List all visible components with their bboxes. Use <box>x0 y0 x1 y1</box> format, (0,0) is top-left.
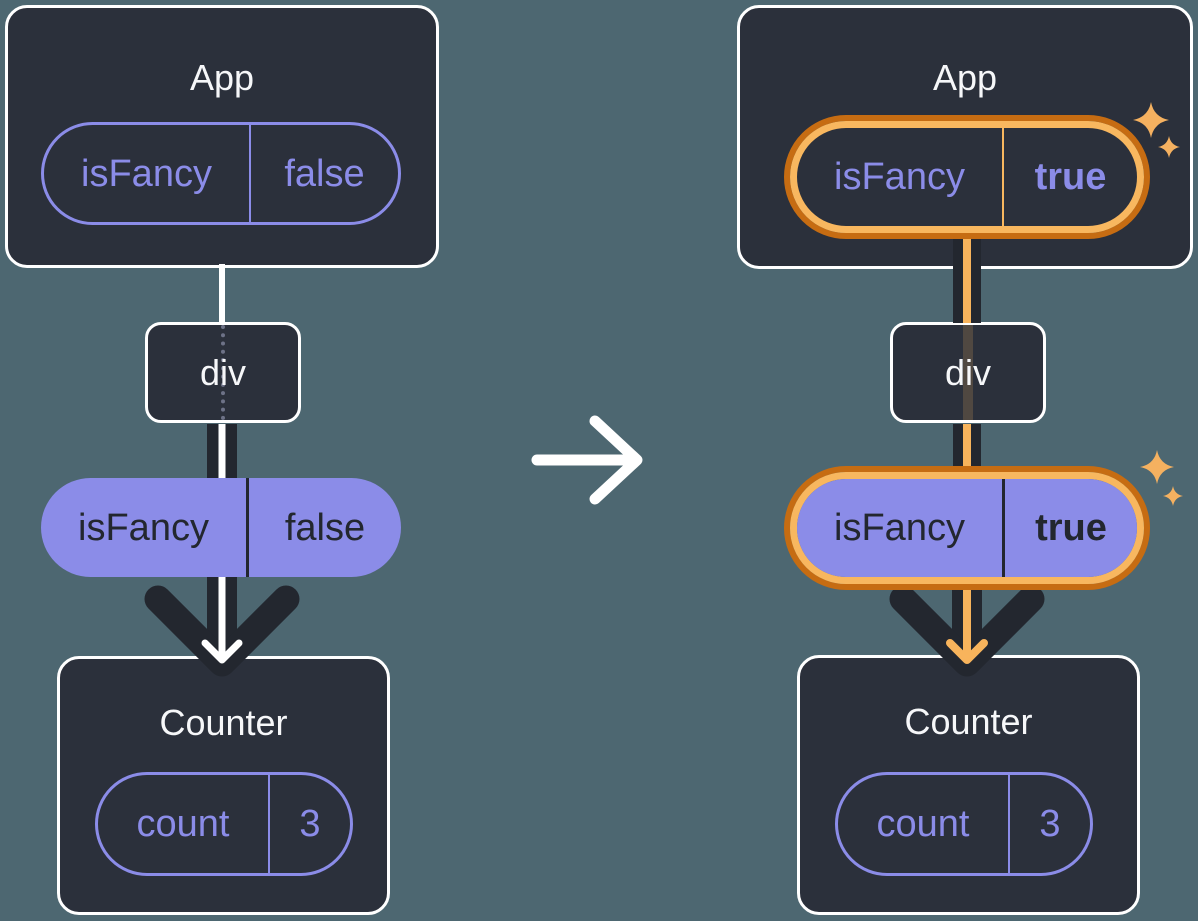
div-component-box-before: div <box>145 322 301 423</box>
highlight-ring: isFancy true <box>784 115 1150 239</box>
prop-value-cell: true <box>1002 479 1137 577</box>
flow-arrow-icon <box>144 574 300 677</box>
highlight-ring: isFancy true <box>784 466 1150 590</box>
state-name-cell: count <box>98 775 268 873</box>
pass-through-stripe <box>963 325 973 420</box>
state-pill-app-after: isFancy true <box>797 128 1137 226</box>
prop-pill-before: isFancy false <box>41 478 401 577</box>
state-value-cell: 3 <box>1008 775 1090 873</box>
state-name: count <box>136 803 230 845</box>
state-value: true <box>1034 156 1107 198</box>
state-name: isFancy <box>834 156 965 198</box>
prop-pill-after: isFancy true <box>797 479 1137 577</box>
flow-arrow-icon-highlighted <box>889 585 1045 677</box>
state-name-cell: count <box>838 775 1008 873</box>
state-pill-counter-after: count 3 <box>835 772 1093 876</box>
state-name-cell: isFancy <box>797 128 1002 226</box>
state-pill-counter-before: count 3 <box>95 772 353 876</box>
state-pill-app-before: isFancy false <box>41 122 401 225</box>
prop-name: isFancy <box>78 506 209 549</box>
pass-through-stripe <box>221 325 225 420</box>
prop-name-cell: isFancy <box>797 479 1002 577</box>
div-component-box-after: div <box>890 322 1046 423</box>
state-value: 3 <box>1039 803 1061 845</box>
prop-name: isFancy <box>834 507 965 549</box>
transition-arrow-icon <box>531 415 643 505</box>
div-label: div <box>199 351 247 393</box>
state-value-cell: true <box>1002 128 1137 226</box>
sparkle-icon <box>1140 450 1183 506</box>
state-flow-line <box>207 424 237 480</box>
prop-value-cell: false <box>246 478 401 577</box>
highlight-ring-inner: isFancy true <box>790 472 1144 584</box>
prop-value: false <box>284 506 366 549</box>
component-title: App <box>189 57 255 98</box>
state-name: isFancy <box>81 152 212 195</box>
state-name: count <box>876 803 970 845</box>
state-name-cell: isFancy <box>44 125 249 222</box>
div-label: div <box>944 351 992 393</box>
state-value-cell: 3 <box>268 775 350 873</box>
prop-name-cell: isFancy <box>41 478 246 577</box>
state-value-cell: false <box>249 125 398 222</box>
component-title: App <box>932 57 998 98</box>
state-value: 3 <box>299 803 321 845</box>
state-value: false <box>284 152 365 195</box>
component-title: Counter <box>159 702 288 743</box>
prop-value: true <box>1035 507 1107 549</box>
component-title: Counter <box>904 701 1033 742</box>
highlight-ring-inner: isFancy true <box>790 121 1144 233</box>
